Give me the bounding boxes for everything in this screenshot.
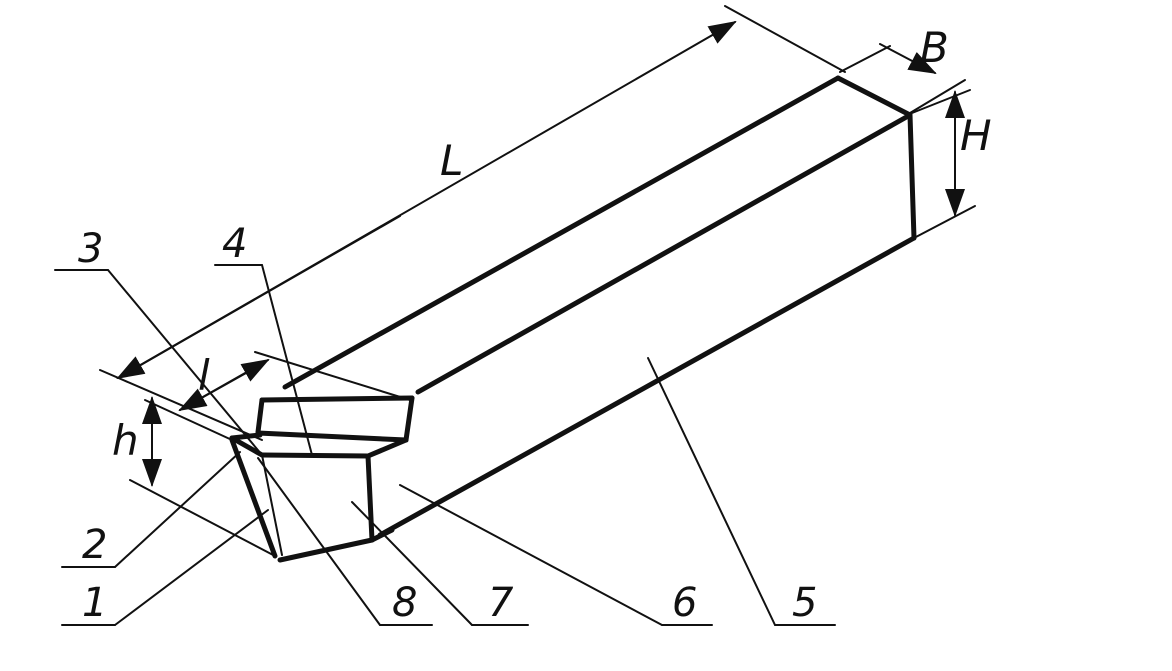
- callout-8-leader: [257, 457, 381, 626]
- callout-2-number: 2: [82, 522, 107, 568]
- callout-1-number: 1: [82, 580, 107, 626]
- dim-h-extension-bottom: [129, 479, 276, 557]
- callout-2-leader: [114, 451, 241, 568]
- dimension-h: h: [112, 396, 276, 557]
- dim-L-line-start: [116, 215, 401, 379]
- callout-7-leader: [351, 501, 473, 626]
- callout-3-leader: [107, 269, 263, 456]
- dim-L-extension-back: [724, 5, 846, 73]
- callout-1-leader: [114, 509, 269, 626]
- head-shoulder-edge: [365, 437, 409, 459]
- dimension-B: B: [839, 23, 966, 114]
- shank-top-back-edge: [835, 75, 913, 118]
- callout-5-number: 5: [792, 580, 817, 626]
- dim-l-line-reverse: [178, 367, 256, 411]
- callout-7: 7: [351, 501, 529, 626]
- callout-3: 3: [54, 226, 263, 456]
- callout-1: 1: [61, 509, 269, 626]
- callout-5-leader: [647, 357, 776, 626]
- shank-bottom-edge: [377, 235, 917, 538]
- callout-7-number: 7: [488, 580, 514, 626]
- dim-B-line: [879, 43, 937, 74]
- dim-label-B: B: [920, 23, 949, 72]
- tool-head: [229, 395, 415, 563]
- shank-back-vertical-edge: [907, 112, 917, 241]
- callout-5: 5: [647, 357, 836, 626]
- tool-tip-edge: [229, 435, 265, 458]
- flank-inner-edge: [261, 454, 283, 556]
- callout-4-leader: [261, 264, 313, 456]
- dim-H-extension-bottom: [913, 205, 976, 239]
- head-bottom-joint: [369, 527, 395, 543]
- tool-shank: [262, 75, 917, 538]
- callout-8: 8: [257, 457, 433, 626]
- auxiliary-flank-edge: [229, 437, 278, 559]
- callout-4: 4: [214, 221, 313, 456]
- callout-8-number: 8: [392, 580, 417, 626]
- dim-label-h: h: [112, 416, 139, 465]
- callout-3-number: 3: [78, 226, 103, 272]
- callout-4-number: 4: [222, 221, 247, 267]
- callout-2: 2: [61, 451, 241, 568]
- dimension-L: L: [99, 5, 846, 441]
- rake-face-back-edge: [259, 395, 415, 403]
- dimension-H: H: [911, 89, 992, 239]
- dim-label-L: L: [440, 136, 463, 185]
- dim-l-extension: [254, 351, 411, 401]
- callout-6-number: 6: [672, 580, 697, 626]
- shank-top-near-edge: [415, 112, 913, 395]
- dim-label-l: l: [198, 351, 210, 400]
- main-cutting-edge: [255, 430, 409, 443]
- dim-label-H: H: [960, 111, 992, 160]
- main-flank-top-edge: [259, 452, 371, 459]
- rake-face-left-edge: [255, 397, 265, 435]
- callout-6-leader: [399, 484, 663, 626]
- dim-B-extension-b: [909, 79, 966, 114]
- main-flank-side-edge: [365, 453, 375, 543]
- rake-face-side-edge: [403, 395, 415, 443]
- dim-B-extension-a: [839, 45, 891, 73]
- shank-top-far-edge: [282, 75, 841, 390]
- callout-6: 6: [399, 484, 713, 626]
